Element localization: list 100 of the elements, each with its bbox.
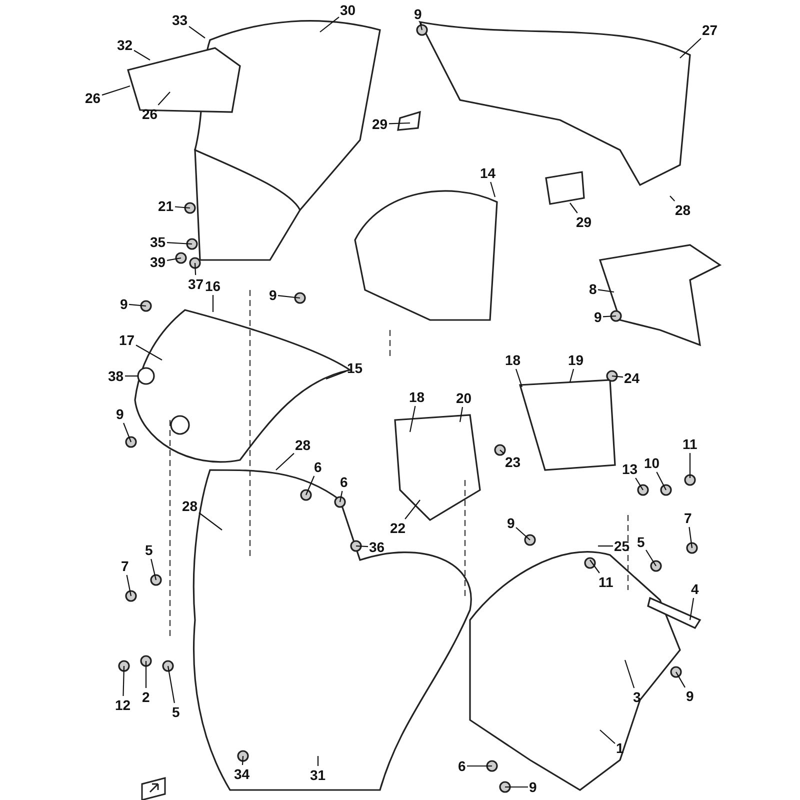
leader-line: [688, 526, 693, 548]
callout-number: 17: [119, 332, 135, 348]
leader-line: [136, 344, 162, 360]
callout-number: 26: [85, 90, 101, 106]
leader-line: [339, 490, 343, 502]
callout-number: 9: [594, 309, 602, 325]
callout-number: 9: [120, 296, 128, 312]
callout-number: 14: [480, 165, 496, 181]
callout-number: 9: [686, 688, 694, 704]
leader-line: [212, 295, 214, 312]
leader-line: [598, 289, 614, 293]
callout-number: 5: [172, 704, 180, 720]
leader-line: [278, 295, 300, 299]
leader-line: [590, 560, 600, 574]
callout-number: 9: [414, 6, 422, 22]
leader-line: [166, 257, 182, 261]
callout-number: 29: [576, 214, 592, 230]
callout-number: 6: [340, 474, 348, 490]
leader-line: [167, 666, 175, 704]
callout-number: 7: [684, 510, 692, 526]
callout-number: 12: [115, 697, 131, 713]
callout-number: 24: [624, 370, 640, 386]
callout-number: 33: [172, 12, 188, 28]
callout-number: 13: [622, 461, 638, 477]
leader-line: [459, 406, 464, 422]
leader-line: [656, 472, 666, 490]
leader-line: [404, 500, 420, 520]
leader-line: [569, 368, 574, 382]
leader-line: [198, 512, 222, 530]
callout-number: 4: [691, 581, 699, 597]
leader-line: [680, 38, 702, 58]
callout-number: 10: [644, 455, 660, 471]
leader-line: [602, 315, 616, 318]
leader-line: [326, 370, 346, 380]
leader-line: [516, 527, 530, 540]
callout-number: 2: [142, 689, 150, 705]
leader-line: [420, 22, 423, 30]
callout-number: 9: [269, 287, 277, 303]
leader-line: [242, 756, 244, 766]
leader-line: [150, 558, 157, 580]
callout-number: 29: [372, 116, 388, 132]
leader-line: [194, 262, 196, 276]
callout-number: 16: [205, 278, 221, 294]
leader-line: [570, 202, 578, 214]
callout-number: 5: [637, 534, 645, 550]
leader-line: [409, 406, 416, 432]
callout-number: 31: [310, 767, 326, 783]
callout-number: 5: [145, 542, 153, 558]
leader-line: [500, 450, 504, 454]
leader-line: [145, 661, 147, 688]
callout-number: 6: [314, 459, 322, 475]
leader-line: [174, 206, 190, 209]
leader-line: [670, 196, 676, 202]
callout-number: 37: [188, 276, 204, 292]
callout-number: 21: [158, 198, 174, 214]
callout-number: 27: [702, 22, 718, 38]
callout-number: 35: [150, 234, 166, 250]
leader-line: [158, 92, 170, 106]
callout-number: 1: [616, 740, 624, 756]
leader-line: [125, 375, 138, 377]
callout-number: 8: [589, 281, 597, 297]
leader-line: [122, 666, 125, 696]
leader-line: [624, 660, 635, 688]
callout-number: 25: [614, 538, 630, 554]
leader-line: [388, 122, 410, 124]
callout-number: 28: [182, 498, 198, 514]
leader-line: [126, 574, 132, 596]
leader-line: [102, 85, 130, 96]
leader-line: [306, 476, 315, 496]
leader-line: [612, 375, 624, 378]
callout-number: 32: [117, 37, 133, 53]
callout-number: 26: [142, 106, 158, 122]
leader-line: [515, 368, 523, 388]
callout-number: 36: [369, 539, 385, 555]
leader-line: [317, 756, 319, 766]
callout-number: 34: [234, 766, 250, 782]
callout-number: 23: [505, 454, 521, 470]
callout-number: 6: [458, 758, 466, 774]
callout-number: 11: [682, 436, 698, 452]
leader-line: [134, 50, 150, 60]
callout-number: 3: [633, 689, 641, 705]
callout-number: 18: [409, 389, 425, 405]
leader-line: [676, 672, 686, 688]
callout-number: 28: [675, 202, 691, 218]
callout-number: 30: [340, 2, 356, 18]
callout-number: 9: [529, 779, 537, 795]
callout-number: 7: [121, 558, 129, 574]
callout-number: 18: [505, 352, 521, 368]
callout-number: 9: [116, 406, 124, 422]
leader-line: [635, 478, 644, 490]
leader-line: [276, 452, 294, 470]
leader-line: [646, 550, 656, 566]
leader-line: [166, 242, 192, 245]
leader-line: [505, 786, 528, 788]
leader-line: [467, 765, 492, 767]
callout-number: 11: [598, 574, 614, 590]
leader-line: [689, 453, 691, 478]
callout-number: 39: [150, 254, 166, 270]
callout-number: 28: [295, 437, 311, 453]
leader-line: [598, 545, 613, 547]
